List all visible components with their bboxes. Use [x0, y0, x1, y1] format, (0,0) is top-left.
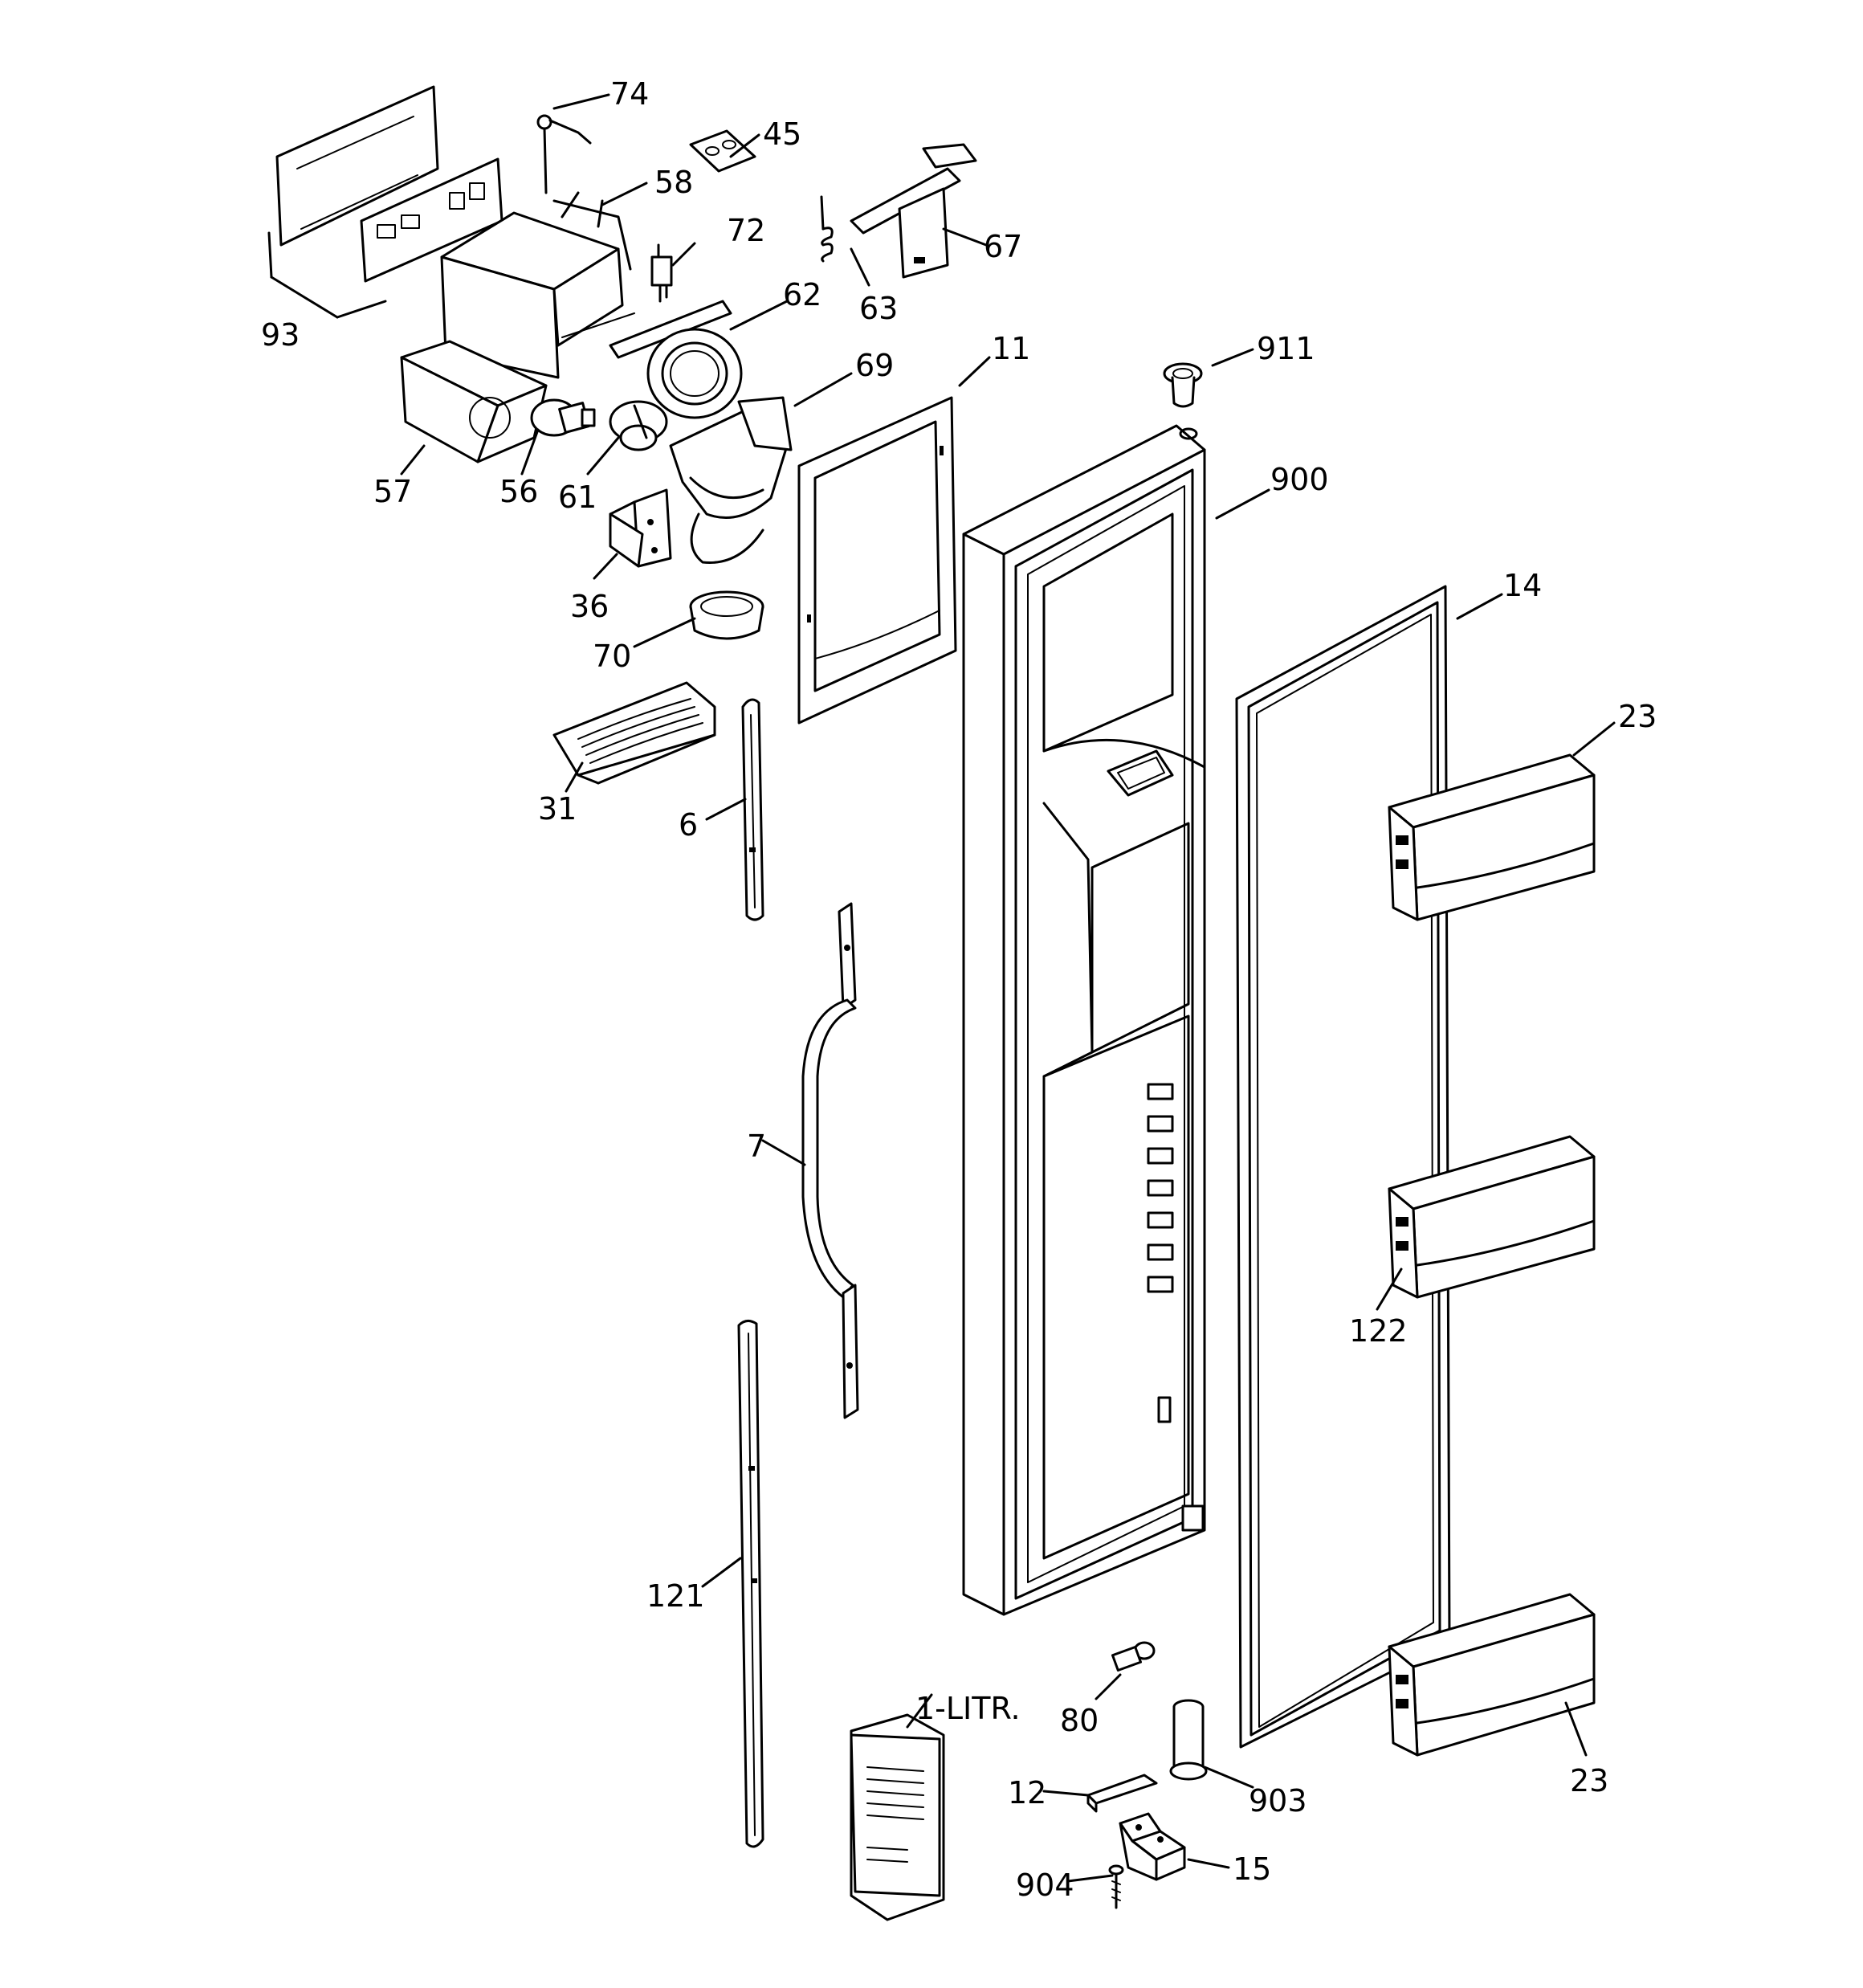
callout-58: 58	[654, 165, 693, 200]
callout-12: 12	[1008, 1775, 1046, 1810]
part-904-screw	[1108, 1864, 1124, 1909]
callout-911: 911	[1257, 331, 1315, 366]
callout-62: 62	[783, 277, 821, 312]
callout-11: 11	[992, 331, 1030, 366]
callout-1-litr: 1-LITR.	[915, 1691, 1021, 1726]
part-45-plate	[689, 129, 756, 173]
callout-61: 61	[558, 480, 597, 515]
callout-6: 6	[679, 807, 698, 843]
callout-93: 93	[261, 317, 300, 353]
part-14-gasket	[1235, 585, 1451, 1749]
part-67-lever	[850, 143, 977, 279]
part-11-frame	[797, 396, 957, 725]
part-56-auger	[530, 398, 596, 437]
part-23-door-bin-bottom	[1388, 1593, 1596, 1757]
callout-31: 31	[538, 791, 577, 827]
part-93-control-board	[267, 85, 503, 319]
part-72-switch	[650, 243, 673, 303]
part-12-shim	[1086, 1774, 1158, 1813]
part-36-bracket	[609, 488, 672, 568]
callout-15: 15	[1233, 1851, 1271, 1887]
callout-121: 121	[646, 1578, 705, 1614]
literature-1-litr	[850, 1713, 945, 1921]
callout-904: 904	[1016, 1868, 1074, 1903]
callout-900: 900	[1270, 462, 1329, 497]
part-15-hinge	[1119, 1812, 1186, 1881]
part-911-cap	[1163, 362, 1203, 408]
callout-56: 56	[499, 474, 538, 509]
part-62-ring-bracket	[609, 300, 743, 419]
part-23-door-bin-top	[1388, 753, 1596, 921]
callout-903: 903	[1249, 1783, 1307, 1819]
door-shelf-clips	[1147, 1083, 1174, 1293]
callout-14: 14	[1503, 568, 1542, 603]
callout-70: 70	[593, 639, 631, 674]
part-58-bracket	[440, 191, 635, 379]
part-63-spring	[820, 195, 834, 263]
part-122-door-bin-mid	[1388, 1135, 1596, 1299]
callout-23-bottom: 23	[1570, 1763, 1608, 1798]
callout-36: 36	[570, 589, 609, 624]
callout-23-top: 23	[1618, 699, 1657, 734]
callout-45: 45	[763, 116, 801, 152]
callout-labels: 74 45 58 72 67 63 62 93 11 911 69 57 56 …	[261, 76, 1657, 1903]
callout-7: 7	[747, 1129, 766, 1164]
part-6-trim-strip	[741, 698, 764, 921]
callout-80: 80	[1060, 1703, 1099, 1738]
callout-72: 72	[727, 213, 765, 248]
callout-122: 122	[1349, 1313, 1408, 1349]
callout-57: 57	[373, 474, 412, 509]
callout-63: 63	[859, 291, 898, 326]
callout-67: 67	[984, 229, 1022, 264]
part-7-handle	[801, 902, 859, 1419]
part-61-coupler	[609, 400, 668, 451]
part-70-ring	[689, 590, 764, 640]
callout-74: 74	[610, 76, 649, 112]
part-80-plug	[1111, 1641, 1156, 1672]
leader-lines	[400, 93, 1616, 1883]
part-900-door	[962, 424, 1206, 1616]
part-903-hinge-pin	[1169, 1699, 1208, 1781]
part-74-spring	[536, 114, 592, 194]
callout-69: 69	[855, 348, 894, 383]
part-31-grille	[552, 681, 716, 785]
part-121-trim-strip	[737, 1320, 764, 1848]
part-69-chute	[669, 396, 793, 564]
